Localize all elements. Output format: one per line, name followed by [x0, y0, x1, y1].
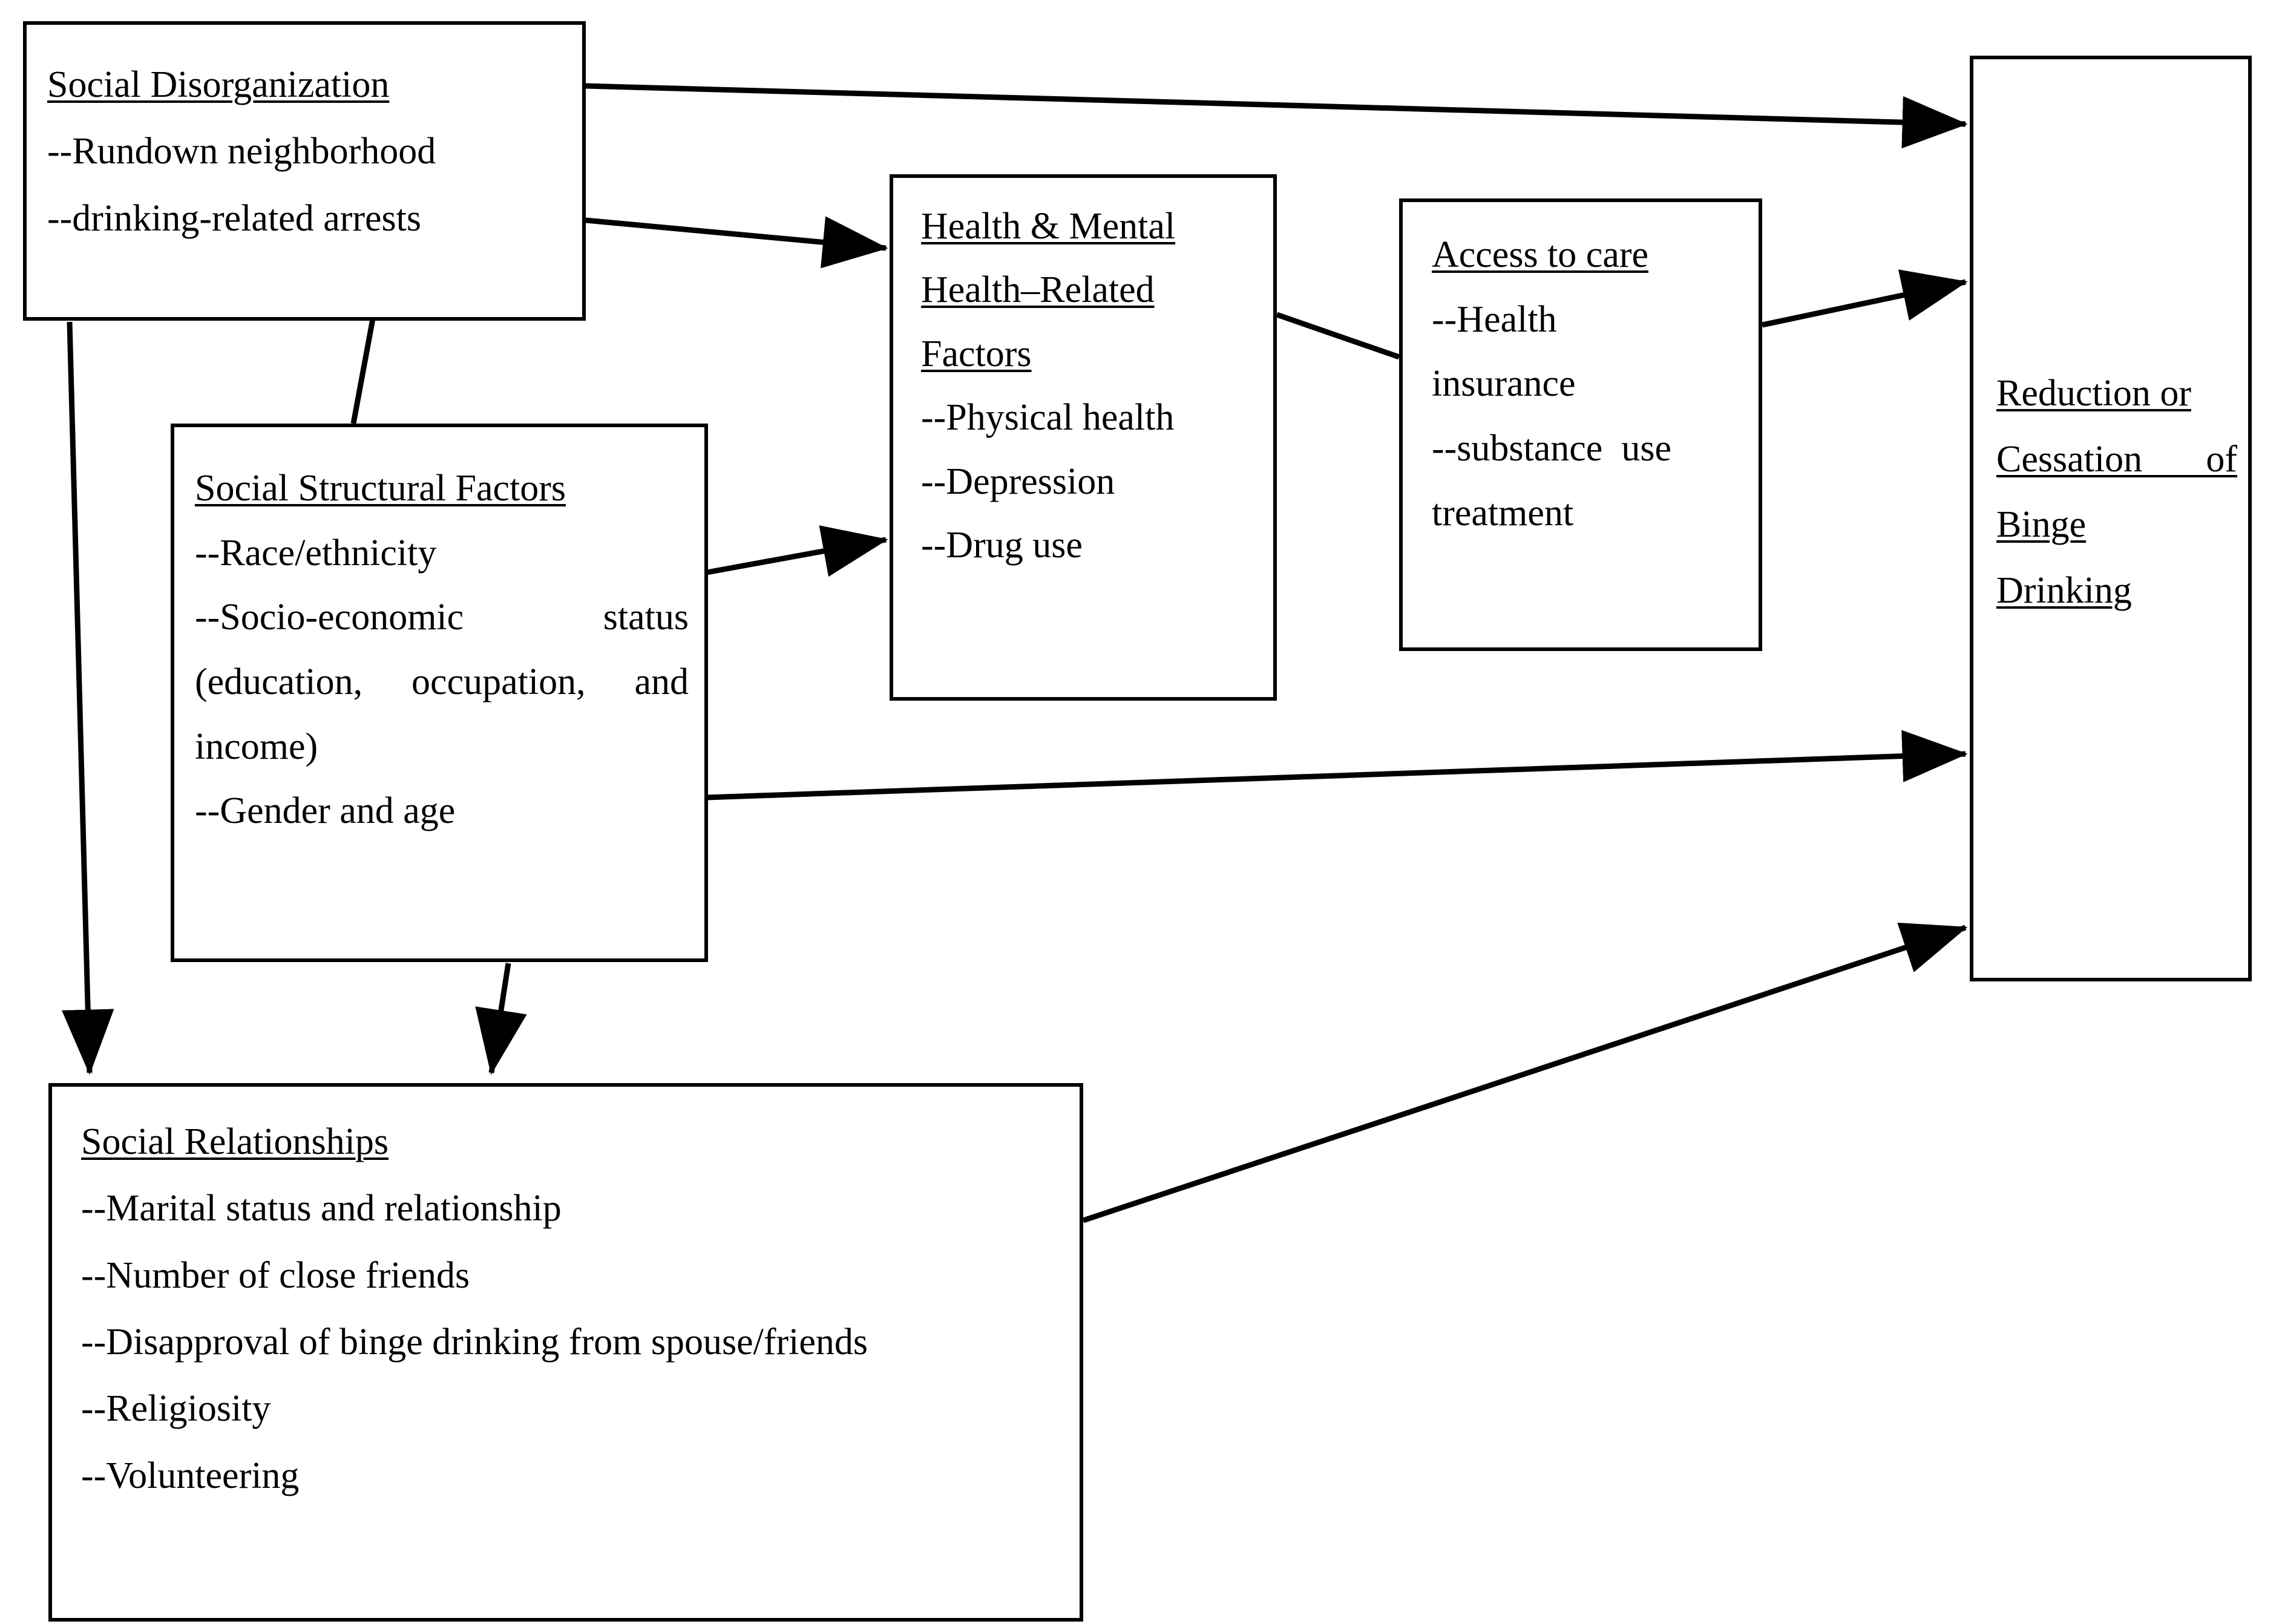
node-item-line: insurance [1432, 363, 1576, 405]
node-item-line: treatment [1432, 492, 1574, 534]
node-health-mental-health-factors[interactable]: Health & Mental Health–Related Factors -… [890, 174, 1277, 701]
node-item: --Disapproval of binge drinking from spo… [81, 1321, 868, 1363]
node-social-disorganization[interactable]: Social Disorganization --Rundown neighbo… [23, 21, 586, 321]
node-social-relationships[interactable]: Social Relationships --Marital status an… [48, 1083, 1083, 1622]
node-item-line: --substance use [1432, 427, 1671, 469]
edge-access-to-outcome [1762, 269, 1968, 328]
edge-ssf-to-social-relationships [475, 963, 527, 1075]
node-title: Social Relationships [81, 1121, 389, 1162]
node-title: Social Disorganization [47, 64, 390, 105]
node-item-line: --Health [1432, 298, 1557, 340]
node-title: Social Structural Factors [195, 468, 566, 509]
node-item: --Religiosity [81, 1388, 271, 1430]
node-title-line: Factors [921, 333, 1032, 375]
node-item: --Socio-economic status (education, occu… [195, 597, 698, 767]
node-item: --Rundown neighborhood [47, 131, 436, 172]
node-social-structural-factors[interactable]: Social Structural Factors --Race/ethnici… [171, 424, 708, 962]
node-item: --Number of close friends [81, 1254, 470, 1296]
node-item: --Depression [921, 460, 1115, 502]
edge-health-to-access [1276, 312, 1400, 360]
edge-sd-to-outcome [585, 83, 1968, 149]
node-title-line: Health & Mental [921, 206, 1176, 247]
node-title-line: Health–Related [921, 269, 1155, 311]
node-title-line: Drinking [1996, 569, 2132, 611]
node-title-line: Reduction or [1996, 373, 2191, 414]
node-item: --Volunteering [81, 1455, 300, 1496]
node-access-to-care[interactable]: Access to care --Health insurance --subs… [1399, 198, 1762, 651]
node-item: --Race/ethnicity [195, 532, 437, 574]
edge-ssf-to-health [706, 525, 888, 577]
node-title-line: Binge [1996, 504, 2087, 545]
edge-social-relationships-to-outcome [1082, 922, 1968, 1223]
node-item: --Gender and age [195, 790, 456, 832]
edge-ssf-to-outcome [706, 730, 1968, 801]
node-title: Access to care [1432, 234, 1649, 275]
node-item: --Marital status and relationship [81, 1188, 562, 1229]
node-item: --Physical health [921, 397, 1175, 439]
node-item: --drinking-related arrests [47, 197, 422, 239]
node-outcome-reduction-cessation[interactable]: Reduction or Cessation of Binge Drinking [1970, 56, 2252, 981]
edge-sd-to-health [585, 216, 888, 269]
edge-sd-to-ssf [350, 318, 376, 424]
edge-sd-to-social-relationships [62, 321, 114, 1075]
node-item: --Drug use [921, 524, 1083, 566]
node-title-line: Cessation of [1996, 438, 2237, 480]
